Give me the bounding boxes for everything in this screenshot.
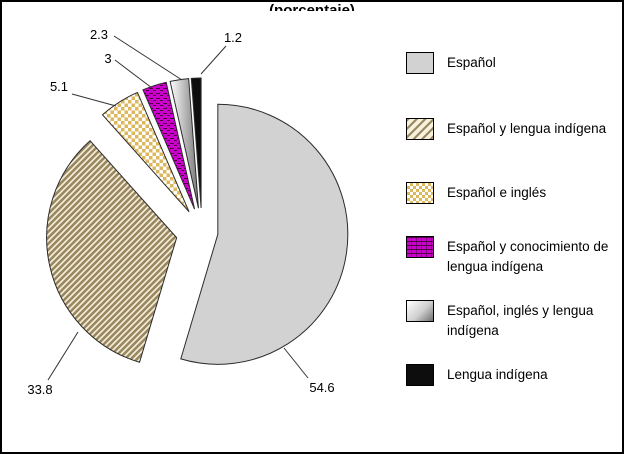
pie-slice-espanol-ingles-lengua-indigena <box>169 78 199 209</box>
value-label-espanol-ingles-lengua-indigena: 2.3 <box>90 27 108 42</box>
leader-lines <box>47 35 309 381</box>
legend-label-espanol-lengua-indigena: Español y lengua indígena <box>447 121 607 136</box>
legend-label-espanol: Español <box>447 55 496 70</box>
legend-swatch-espanol-ingles-lengua-indigena <box>406 300 434 322</box>
value-labels: 2.3 3 1.2 5.1 33.8 54.6 <box>27 27 334 397</box>
legend-swatch-lengua-indigena <box>406 364 434 386</box>
leader-line-espanol-lengua-indigena <box>47 331 79 381</box>
value-label-espanol-ingles: 5.1 <box>50 79 68 94</box>
legend-item-espanol-lengua-indigena: Español y lengua indígena <box>406 118 622 140</box>
pie-slice-espanol <box>180 103 349 365</box>
leader-line-espanol-ingles <box>71 93 117 107</box>
value-label-espanol-lengua-indigena: 33.8 <box>27 382 52 397</box>
leader-line-espanol <box>283 347 309 379</box>
legend-item-espanol-conocimiento-lengua-indigena: Español y conocimiento de lengua indígen… <box>406 236 622 277</box>
legend-swatch-espanol-conocimiento-lengua-indigena <box>406 236 434 258</box>
figure-title-text: (porcentaje) <box>269 2 355 11</box>
pie-slices <box>46 77 349 365</box>
pie-slice-espanol-lengua-indigena <box>46 139 178 363</box>
legend-swatch-espanol-ingles <box>406 182 434 204</box>
pie-slice-lengua-indigena <box>190 77 202 209</box>
value-label-espanol-conocimiento-lengua-indigena: 3 <box>104 51 111 66</box>
leader-line-lengua-indigena <box>200 45 227 75</box>
pie-slice-espanol-conocimiento-lengua-indigena <box>142 81 196 210</box>
legend-label-espanol-conocimiento-lengua-indigena: Español y conocimiento de lengua indígen… <box>447 239 609 274</box>
legend-label-lengua-indigena: Lengua indígena <box>447 367 548 382</box>
value-label-lengua-indigena: 1.2 <box>224 30 242 45</box>
leader-line-espanol-ingles-lengua-indigena <box>113 35 183 81</box>
legend-item-espanol: Español <box>406 52 622 74</box>
figure-title-partial: (porcentaje) <box>2 2 622 11</box>
legend-swatch-espanol <box>406 52 434 74</box>
legend-item-espanol-ingles: Español e inglés <box>406 182 622 204</box>
leader-line-espanol-conocimiento-lengua-indigena <box>114 59 153 89</box>
value-label-espanol: 54.6 <box>309 380 334 395</box>
pie-slice-espanol-ingles <box>101 91 190 213</box>
legend-item-espanol-ingles-lengua-indigena: Español, inglés y lengua indígena <box>406 300 622 341</box>
legend-label-espanol-ingles: Español e inglés <box>447 185 547 200</box>
legend-label-espanol-ingles-lengua-indigena: Español, inglés y lengua indígena <box>447 303 594 338</box>
legend-swatch-espanol-lengua-indigena <box>406 118 434 140</box>
legend: Español Español y lengua indígena Españo… <box>406 2 622 452</box>
legend-item-lengua-indigena: Lengua indígena <box>406 364 622 386</box>
